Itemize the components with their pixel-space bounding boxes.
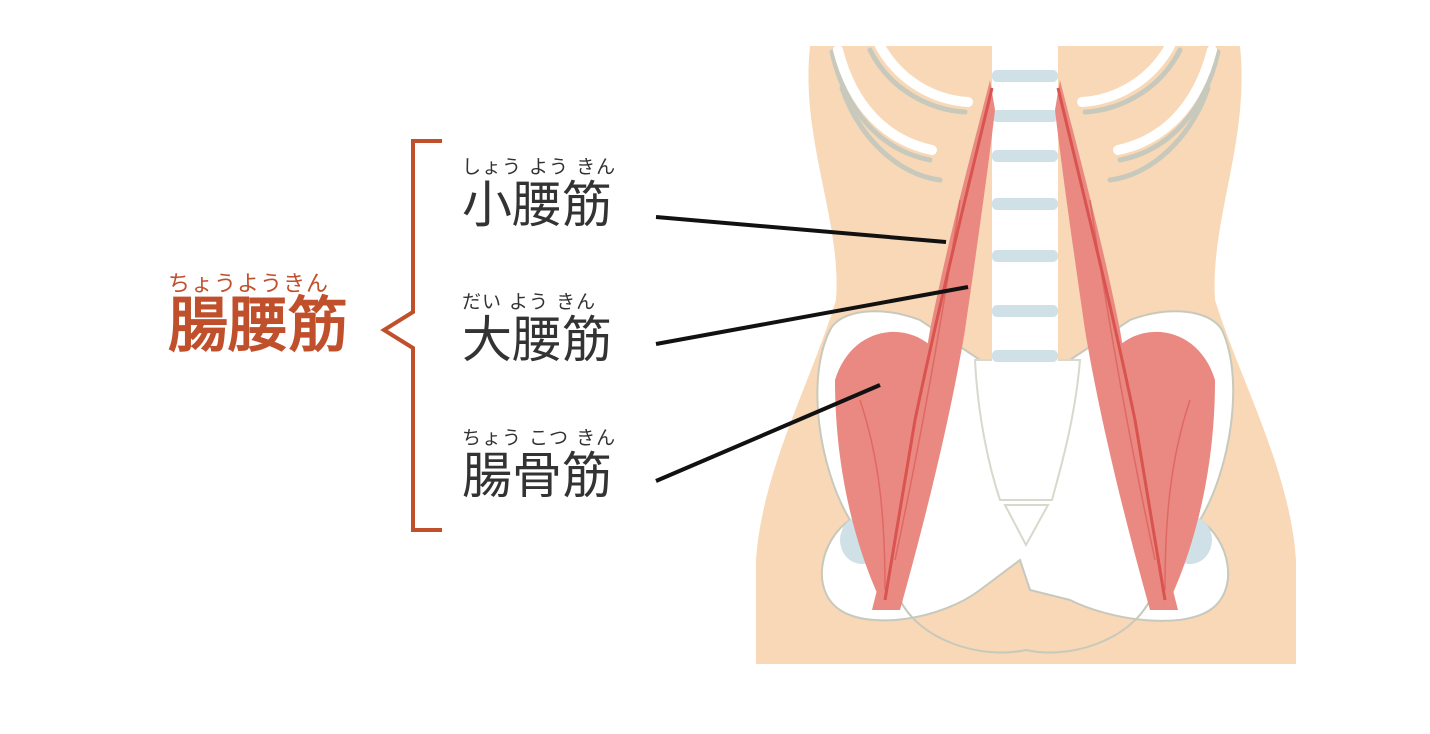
leader-line-psoas-major [655, 285, 969, 346]
group-ruby: ちょうようきん [168, 272, 330, 297]
iliacus-right [1110, 331, 1215, 610]
label-text: 小腰筋 [462, 176, 612, 234]
group-title: 腸腰筋 [168, 291, 348, 361]
psoas-major-left [872, 80, 995, 610]
psoas-minor-right [1056, 87, 1167, 601]
sacrum [973, 359, 1082, 501]
label-text: 大腰筋 [462, 311, 612, 369]
psoas-major-right [1055, 80, 1178, 610]
label-text: 腸骨筋 [462, 447, 612, 505]
lumbar-spine [992, 46, 1058, 366]
label-ruby: だい よう きん [462, 291, 597, 313]
leader-line-iliacus [655, 383, 881, 483]
iliacus-left [835, 331, 940, 610]
psoas-minor-left [883, 87, 994, 601]
ribs [829, 47, 1221, 183]
label-ruby: ちょう こつ きん [462, 427, 617, 449]
group-bracket [380, 139, 442, 532]
label-ruby: しょう よう きん [462, 156, 617, 178]
leader-line-psoas-minor [655, 215, 947, 244]
